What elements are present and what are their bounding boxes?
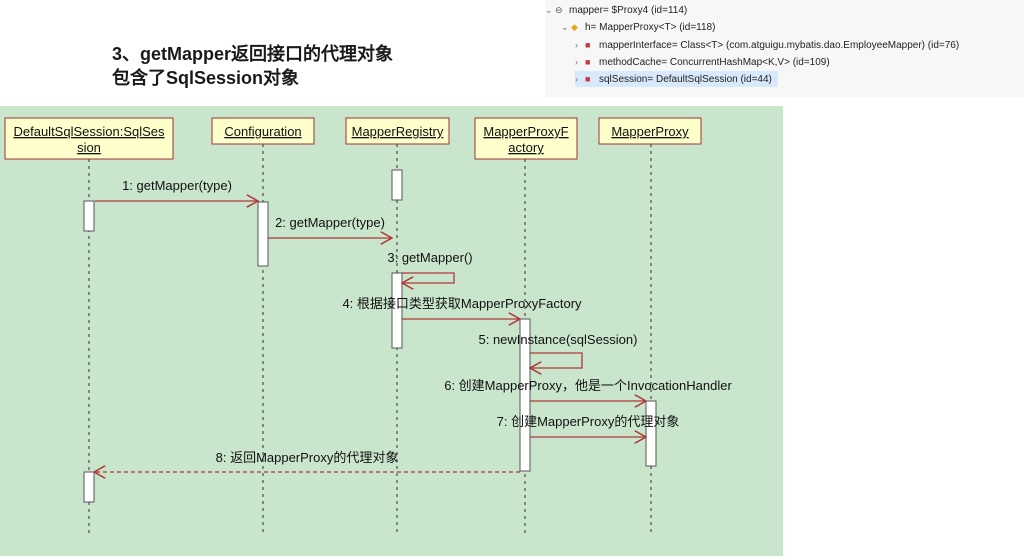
- field-icon: ◆: [571, 22, 578, 32]
- collapse-chevron-icon[interactable]: ›: [575, 40, 578, 50]
- participant-box: [598, 117, 702, 145]
- participant-box: [4, 117, 174, 160]
- field-icon: ■: [585, 57, 591, 67]
- participant-label: actory: [508, 140, 544, 155]
- participant-box: [345, 117, 450, 145]
- participant-box: [474, 117, 578, 160]
- collapse-chevron-icon[interactable]: ›: [575, 74, 578, 84]
- message-label: 1: getMapper(type): [122, 178, 232, 193]
- debug-variable-row[interactable]: › ■ sqlSession= DefaultSqlSession (id=44): [575, 71, 778, 87]
- self-call-arrow: [402, 272, 455, 283]
- field-icon: ⊖: [555, 5, 563, 15]
- message-label: 2: getMapper(type): [275, 215, 385, 230]
- field-icon: ■: [585, 40, 591, 50]
- participant-label: MapperRegistry: [352, 124, 444, 139]
- activation-bar: [645, 400, 657, 467]
- activation-bar: [83, 200, 95, 232]
- activation-bar: [391, 272, 403, 349]
- debug-variable-text: sqlSession= DefaultSqlSession (id=44): [599, 74, 772, 85]
- expand-chevron-icon[interactable]: ⌄: [561, 22, 569, 32]
- debug-variable-text: methodCache= ConcurrentHashMap<K,V> (id=…: [599, 57, 830, 68]
- participant-label: sion: [77, 140, 101, 155]
- participant-box: [211, 117, 315, 145]
- field-icon: ■: [585, 74, 591, 84]
- debug-variable-text: mapperInterface= Class<T> (com.atguigu.m…: [599, 40, 960, 51]
- activation-bar: [257, 201, 269, 267]
- sequence-diagram-canvas: DefaultSqlSession:SqlSession Configuratio…: [4, 117, 732, 536]
- message-label: 5: newInstance(sqlSession): [479, 332, 638, 347]
- debug-variable-text: h= MapperProxy<T> (id=118): [585, 22, 716, 33]
- heading-line-2: 包含了SqlSession对象: [112, 68, 300, 88]
- activation-bar: [391, 169, 403, 201]
- participant-label: Configuration: [224, 124, 301, 139]
- message-label: 3: getMapper(): [387, 250, 472, 265]
- collapse-chevron-icon[interactable]: ›: [575, 57, 578, 67]
- debug-variable-row[interactable]: › ■ methodCache= ConcurrentHashMap<K,V> (i…: [575, 54, 830, 70]
- message-label: 7: 创建MapperProxy的代理对象: [497, 414, 680, 429]
- debug-variable-text: mapper= $Proxy4 (id=114): [569, 5, 688, 16]
- participant-label: MapperProxy: [611, 124, 689, 139]
- message-label: 8: 返回MapperProxy的代理对象: [216, 450, 399, 465]
- debug-variable-row[interactable]: › ■ mapperInterface= Class<T> (com.atguigu…: [575, 37, 959, 53]
- message-label: 6: 创建MapperProxy，他是一个InvocationHandler: [444, 378, 732, 393]
- message-label: 4: 根据接口类型获取MapperProxyFactory: [342, 296, 582, 311]
- self-call-arrow: [530, 352, 583, 368]
- participant-label: MapperProxyF: [483, 124, 568, 139]
- debug-variable-row[interactable]: ⌄◆ h= MapperProxy<T> (id=118): [561, 19, 715, 35]
- debug-variable-row[interactable]: ⌄⊖ mapper= $Proxy4 (id=114): [545, 2, 687, 18]
- activation-bar: [519, 318, 531, 472]
- expand-chevron-icon[interactable]: ⌄: [545, 5, 553, 15]
- debugger-variables-panel: ⌄⊖mapper= $Proxy4 (id=114)⌄◆h= MapperPro…: [545, 0, 1024, 97]
- heading-line-1: 3、getMapper返回接口的代理对象: [112, 44, 394, 64]
- participant-label: DefaultSqlSession:SqlSes: [13, 124, 165, 139]
- activation-bar: [83, 471, 95, 503]
